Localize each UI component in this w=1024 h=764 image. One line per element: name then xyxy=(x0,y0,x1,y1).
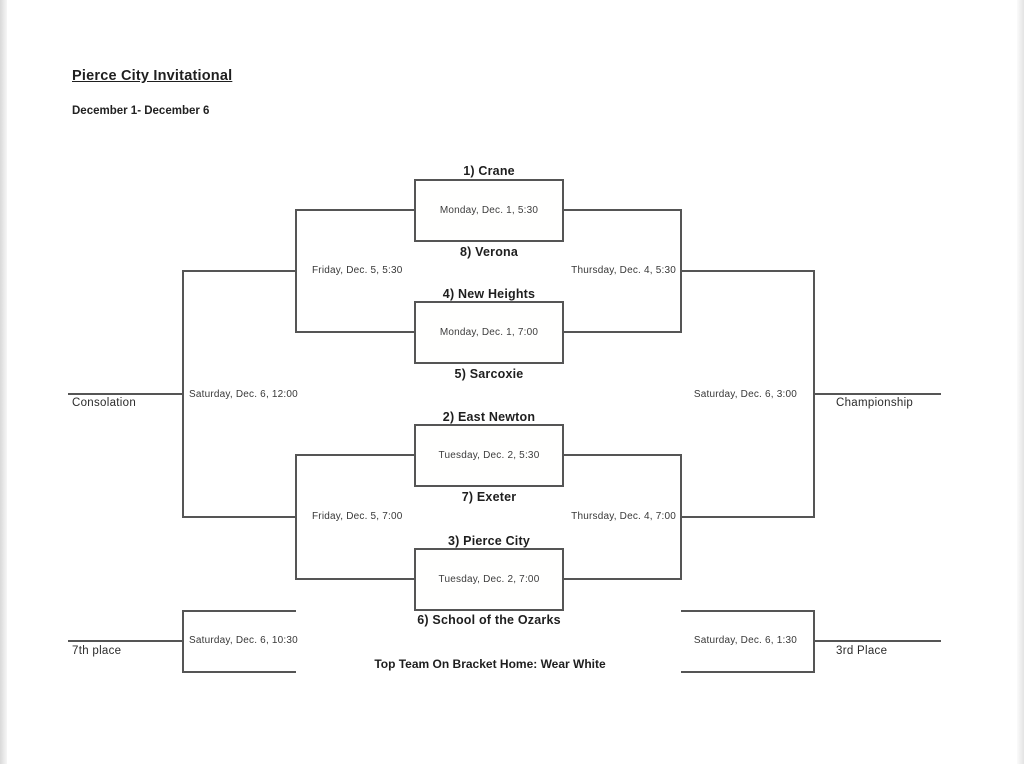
championship-label: Championship xyxy=(836,397,914,409)
consolation-semi2-time: Friday, Dec. 5, 7:00 xyxy=(312,511,403,522)
team-exeter: 7) Exeter xyxy=(461,490,517,504)
game3-left-connector xyxy=(296,454,414,456)
championship-final-line xyxy=(813,393,941,395)
lower-right-semi-vertical xyxy=(680,454,682,580)
seventh-place-vertical xyxy=(182,610,184,673)
third-place-label: 3rd Place xyxy=(836,645,888,657)
page-edge-left xyxy=(0,0,7,764)
seventh-place-label: 7th place xyxy=(72,645,122,657)
team-crane: 1) Crane xyxy=(463,164,515,178)
upper-left-semi-vertical xyxy=(295,209,297,333)
game2-left-connector xyxy=(296,331,414,333)
game3-box: Tuesday, Dec. 2, 5:30 xyxy=(414,424,564,487)
game3-time: Tuesday, Dec. 2, 5:30 xyxy=(438,450,540,461)
team-verona: 8) Verona xyxy=(459,245,519,259)
game3-right-connector xyxy=(564,454,682,456)
lower-left-semi-out xyxy=(183,516,296,518)
game4-box: Tuesday, Dec. 2, 7:00 xyxy=(414,548,564,611)
championship-semi1-time: Thursday, Dec. 4, 5:30 xyxy=(571,265,676,276)
seventh-place-top-line xyxy=(182,610,296,612)
game4-time: Tuesday, Dec. 2, 7:00 xyxy=(438,574,540,585)
game4-left-connector xyxy=(296,578,414,580)
consolation-final-vertical xyxy=(182,270,184,518)
team-new-heights: 4) New Heights xyxy=(442,287,536,301)
uniform-note: Top Team On Bracket Home: Wear White xyxy=(374,657,606,671)
championship-final-time: Saturday, Dec. 6, 3:00 xyxy=(693,389,797,400)
date-range: December 1- December 6 xyxy=(72,105,210,117)
game1-time: Monday, Dec. 1, 5:30 xyxy=(439,205,539,216)
seventh-place-bottom-line xyxy=(182,671,296,673)
upper-left-semi-out xyxy=(183,270,296,272)
game4-right-connector xyxy=(564,578,682,580)
third-place-out-line xyxy=(813,640,941,642)
page-title: Pierce City Invitational xyxy=(72,68,233,84)
lower-right-semi-out xyxy=(682,516,814,518)
team-school-of-the-ozarks: 6) School of the Ozarks xyxy=(417,613,561,627)
third-place-bottom-line xyxy=(681,671,815,673)
game1-left-connector xyxy=(296,209,414,211)
consolation-final-line xyxy=(68,393,183,395)
third-place-time: Saturday, Dec. 6, 1:30 xyxy=(693,635,797,646)
game1-box: Monday, Dec. 1, 5:30 xyxy=(414,179,564,242)
game1-right-connector xyxy=(564,209,682,211)
consolation-semi1-time: Friday, Dec. 5, 5:30 xyxy=(312,265,403,276)
third-place-top-line xyxy=(681,610,815,612)
consolation-label: Consolation xyxy=(72,397,137,409)
team-east-newton: 2) East Newton xyxy=(442,410,536,424)
page-edge-right xyxy=(1017,0,1024,764)
seventh-place-time: Saturday, Dec. 6, 10:30 xyxy=(189,635,298,646)
lower-left-semi-vertical xyxy=(295,454,297,580)
team-sarcoxie: 5) Sarcoxie xyxy=(454,367,524,381)
seventh-place-out-line xyxy=(68,640,183,642)
upper-right-semi-out xyxy=(682,270,814,272)
upper-right-semi-vertical xyxy=(680,209,682,333)
game2-box: Monday, Dec. 1, 7:00 xyxy=(414,301,564,364)
championship-semi2-time: Thursday, Dec. 4, 7:00 xyxy=(571,511,676,522)
game2-right-connector xyxy=(564,331,682,333)
consolation-final-time: Saturday, Dec. 6, 12:00 xyxy=(189,389,298,400)
game2-time: Monday, Dec. 1, 7:00 xyxy=(439,327,539,338)
team-pierce-city: 3) Pierce City xyxy=(447,534,530,548)
